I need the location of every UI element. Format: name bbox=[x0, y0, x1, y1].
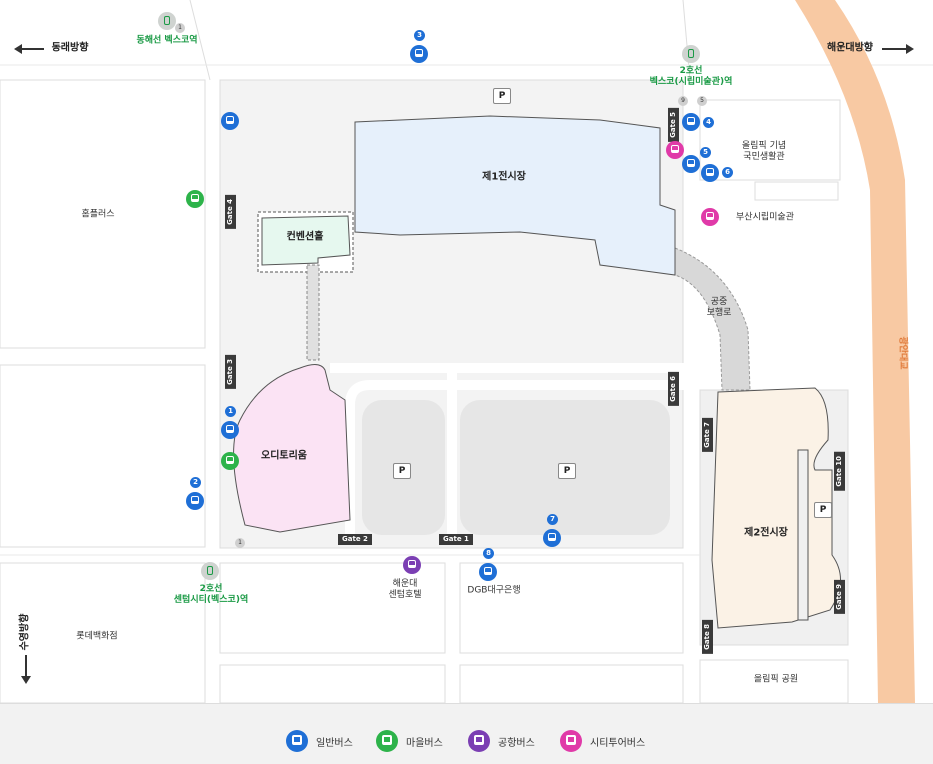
subway-exit-number: 9 bbox=[678, 96, 688, 106]
art-museum-label: 부산시립미술관 bbox=[736, 212, 794, 223]
arrow-down-icon bbox=[25, 655, 27, 677]
subway-icon[interactable] bbox=[158, 12, 176, 30]
novotel-label: 해운대 센텀호텔 bbox=[388, 579, 422, 600]
subway-icon[interactable] bbox=[682, 45, 700, 63]
subway-exit-number: 1 bbox=[175, 23, 185, 33]
bus-icon[interactable] bbox=[543, 529, 561, 547]
bus-icon[interactable] bbox=[682, 113, 700, 131]
bus-icon[interactable] bbox=[666, 141, 684, 159]
legend-general-label: 일반버스 bbox=[316, 737, 353, 749]
parking-sign[interactable]: P bbox=[814, 502, 832, 518]
bus-icon[interactable] bbox=[221, 452, 239, 470]
gate-10[interactable]: Gate 10 bbox=[834, 452, 845, 491]
parking-sign[interactable]: P bbox=[558, 463, 576, 479]
bus-stop-number: 5 bbox=[700, 147, 711, 158]
legend-bar: 일반버스 마을버스 공항버스 시티투어버스 bbox=[0, 703, 933, 764]
bus-stop-number: 6 bbox=[722, 167, 733, 178]
parking-sign[interactable]: P bbox=[493, 88, 511, 104]
legend-city-tour-label: 시티투어버스 bbox=[590, 737, 646, 749]
auditorium-label[interactable]: 오디토리움 bbox=[261, 450, 307, 462]
bridge-road bbox=[795, 0, 915, 703]
dgb-label: DGB대구은행 bbox=[467, 585, 521, 596]
direction-east: 해운대방향 bbox=[827, 42, 873, 54]
bus-icon bbox=[560, 730, 582, 752]
subway-icon[interactable] bbox=[201, 562, 219, 580]
station-bexco-line2[interactable]: 2호선 벡스코(시립미술관)역 bbox=[649, 66, 733, 87]
arrow-right-icon bbox=[882, 48, 908, 50]
subway-exit-number: 5 bbox=[697, 96, 707, 106]
direction-west: 동래방향 bbox=[51, 42, 89, 54]
bus-icon bbox=[286, 730, 308, 752]
bus-icon[interactable] bbox=[221, 421, 239, 439]
gate-5[interactable]: Gate 5 bbox=[668, 108, 679, 142]
gate-2[interactable]: Gate 2 bbox=[338, 534, 372, 545]
gate-9[interactable]: Gate 9 bbox=[834, 580, 845, 614]
arrow-left-head bbox=[14, 44, 22, 54]
bridge-label: 광안대교 bbox=[897, 336, 908, 370]
legend-airport-label: 공항버스 bbox=[498, 737, 535, 749]
bus-stop-number: 2 bbox=[190, 477, 201, 488]
bus-icon[interactable] bbox=[186, 190, 204, 208]
bus-icon[interactable] bbox=[410, 45, 428, 63]
gate-6[interactable]: Gate 6 bbox=[668, 372, 679, 406]
arrow-left-icon bbox=[18, 48, 44, 50]
direction-south: 수영방향 bbox=[19, 613, 31, 651]
bus-stop-number: 1 bbox=[225, 406, 236, 417]
legend-general: 일반버스 bbox=[286, 730, 353, 752]
gate-4[interactable]: Gate 4 bbox=[225, 195, 236, 229]
bus-stop-number: 7 bbox=[547, 514, 558, 525]
map-base bbox=[0, 0, 933, 703]
arrow-down-head bbox=[21, 676, 31, 684]
bus-icon[interactable] bbox=[186, 492, 204, 510]
bus-icon[interactable] bbox=[682, 155, 700, 173]
bus-stop-number: 8 bbox=[483, 548, 494, 559]
gate-1[interactable]: Gate 1 bbox=[439, 534, 473, 545]
arrow-right-head bbox=[906, 44, 914, 54]
bus-stop-number: 3 bbox=[414, 30, 425, 41]
bus-icon[interactable] bbox=[479, 563, 497, 581]
gate-8[interactable]: Gate 8 bbox=[702, 620, 713, 654]
bus-icon[interactable] bbox=[221, 112, 239, 130]
gate-3[interactable]: Gate 3 bbox=[225, 355, 236, 389]
bus-stop-number: 4 bbox=[703, 117, 714, 128]
bus-icon bbox=[376, 730, 398, 752]
olympic-center-label: 올림픽 기념 국민생활관 bbox=[741, 141, 787, 162]
bus-icon[interactable] bbox=[701, 208, 719, 226]
lotte-label: 롯데백화점 bbox=[76, 631, 118, 642]
station-centum-line2[interactable]: 2호선 센텀시티(벡스코)역 bbox=[173, 584, 249, 605]
hall2-label[interactable]: 제2전시장 bbox=[744, 527, 788, 539]
homeplus-label: 홈플러스 bbox=[81, 209, 115, 220]
convention-label[interactable]: 컨벤션홀 bbox=[286, 231, 324, 243]
parking-sign[interactable]: P bbox=[393, 463, 411, 479]
bus-icon bbox=[468, 730, 490, 752]
olympic-park-label: 올림픽 공원 bbox=[753, 674, 799, 685]
legend-city-tour: 시티투어버스 bbox=[560, 730, 645, 752]
legend-town: 마을버스 bbox=[376, 730, 443, 752]
hall1-label[interactable]: 제1전시장 bbox=[482, 171, 526, 183]
gate-7[interactable]: Gate 7 bbox=[702, 418, 713, 452]
bus-icon[interactable] bbox=[701, 164, 719, 182]
legend-town-label: 마을버스 bbox=[406, 737, 443, 749]
legend-airport: 공항버스 bbox=[468, 730, 535, 752]
bus-icon[interactable] bbox=[403, 556, 421, 574]
skywalk-label: 공중 보행로 bbox=[706, 297, 732, 318]
subway-exit-number: 1 bbox=[235, 538, 245, 548]
station-donghae[interactable]: 동해선 벡스코역 bbox=[136, 35, 198, 46]
